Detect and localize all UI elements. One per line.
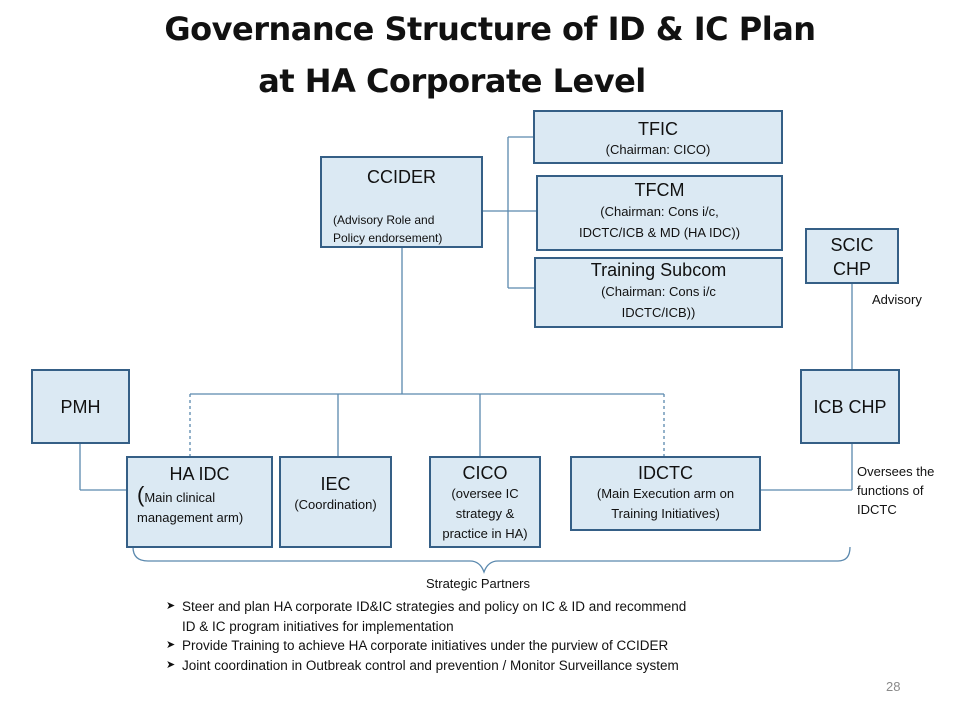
bullet-item: ➤ Joint coordination in Outbreak control…: [166, 656, 866, 676]
cico-name: CICO: [462, 463, 508, 483]
node-training-subcom: Training Subcom (Chairman: Cons i/c IDCT…: [534, 257, 783, 328]
bullet-item: ➤ Steer and plan HA corporate ID&IC stra…: [166, 599, 687, 634]
bullet-list: ➤ Steer and plan HA corporate ID&IC stra…: [166, 597, 866, 675]
strategic-partners-label: Strategic Partners: [425, 576, 531, 591]
arrow-bullet-icon: ➤: [166, 658, 176, 671]
ccider-name: CCIDER: [366, 167, 436, 187]
node-ha-idc: HA IDC (Main clinical management arm): [126, 456, 273, 548]
scic-name-line2: CHP: [832, 259, 871, 279]
title-line-1: Governance Structure of ID & IC Plan: [164, 10, 816, 48]
page-number: 28: [886, 679, 901, 694]
tfcm-desc-line1: (Chairman: Cons i/c,: [600, 204, 719, 219]
cico-desc-line2: strategy &: [455, 506, 515, 521]
arrow-bullet-icon: ➤: [166, 600, 176, 612]
node-tfic: TFIC (Chairman: CICO): [533, 110, 783, 164]
node-pmh: PMH: [31, 369, 130, 444]
node-cico: CICO (oversee IC strategy & practice in …: [429, 456, 541, 548]
node-scic-chp: SCIC CHP: [805, 228, 899, 284]
idctc-name: IDCTC: [638, 463, 693, 483]
advisory-label: Advisory: [872, 292, 922, 307]
training-desc-line2: IDCTC/ICB)): [621, 305, 696, 320]
bullet-item: ➤ Provide Training to achieve HA corpora…: [166, 636, 866, 656]
pmh-name: PMH: [60, 396, 101, 417]
node-tfcm: TFCM (Chairman: Cons i/c, IDCTC/ICB & MD…: [536, 175, 783, 251]
icb-name: ICB CHP: [813, 396, 887, 417]
node-iec: IEC (Coordination): [279, 456, 392, 548]
strategic-partners-brace: [132, 546, 851, 574]
cico-desc-line1: (oversee IC: [451, 486, 519, 501]
iec-desc: (Coordination): [294, 497, 377, 512]
arrow-bullet-icon: ➤: [166, 639, 176, 651]
node-idctc: IDCTC (Main Execution arm on Training In…: [570, 456, 761, 531]
tfic-name: TFIC: [638, 119, 678, 139]
idctc-desc-line2: Training Initiatives): [611, 506, 720, 521]
ccider-desc: (Advisory Role and Policy endorsement): [333, 213, 443, 245]
haidc-desc: (Main clinical management arm): [137, 482, 244, 526]
haidc-name: HA IDC: [169, 464, 230, 484]
training-desc-line1: (Chairman: Cons i/c: [601, 284, 716, 299]
cico-desc-line3: practice in HA): [442, 526, 528, 541]
iec-name: IEC: [320, 474, 351, 494]
training-name: Training Subcom: [590, 260, 727, 280]
tfcm-name: TFCM: [634, 180, 685, 200]
oversees-label: Oversees the functions of IDCTC: [857, 464, 935, 517]
idctc-desc-line1: (Main Execution arm on: [596, 486, 735, 501]
node-icb-chp: ICB CHP: [800, 369, 900, 444]
title-line-2: at HA Corporate Level: [258, 62, 646, 100]
tfcm-desc-line2: IDCTC/ICB & MD (HA IDC)): [578, 225, 741, 240]
node-ccider: CCIDER (Advisory Role and Policy endorse…: [320, 156, 483, 248]
scic-name-line1: SCIC: [830, 235, 874, 255]
tfic-desc: (Chairman: CICO): [605, 142, 711, 157]
